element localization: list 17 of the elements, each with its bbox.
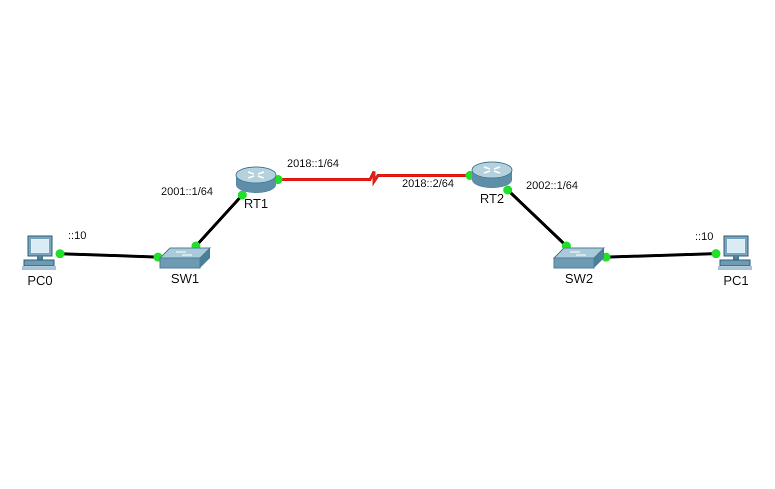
- network-link: [191, 190, 247, 250]
- device-name: RT2: [480, 192, 504, 205]
- address-label: ::10: [695, 232, 714, 243]
- network-link: [602, 249, 720, 262]
- address-label: ::10: [68, 231, 86, 242]
- device-name: PC0: [27, 274, 53, 287]
- address-label: 2018::2/64: [402, 179, 454, 190]
- address-label: 2002::1/64: [526, 181, 578, 192]
- address-label: 2018::1/64: [287, 159, 339, 170]
- device-name: SW1: [170, 272, 200, 285]
- device-name: PC1: [723, 274, 749, 287]
- network-link: [274, 170, 474, 186]
- address-label: 2001::1/64: [161, 187, 213, 198]
- network-link: [56, 249, 162, 262]
- network-link: [503, 186, 571, 250]
- device-name: SW2: [564, 272, 594, 285]
- device-name: RT1: [244, 197, 268, 210]
